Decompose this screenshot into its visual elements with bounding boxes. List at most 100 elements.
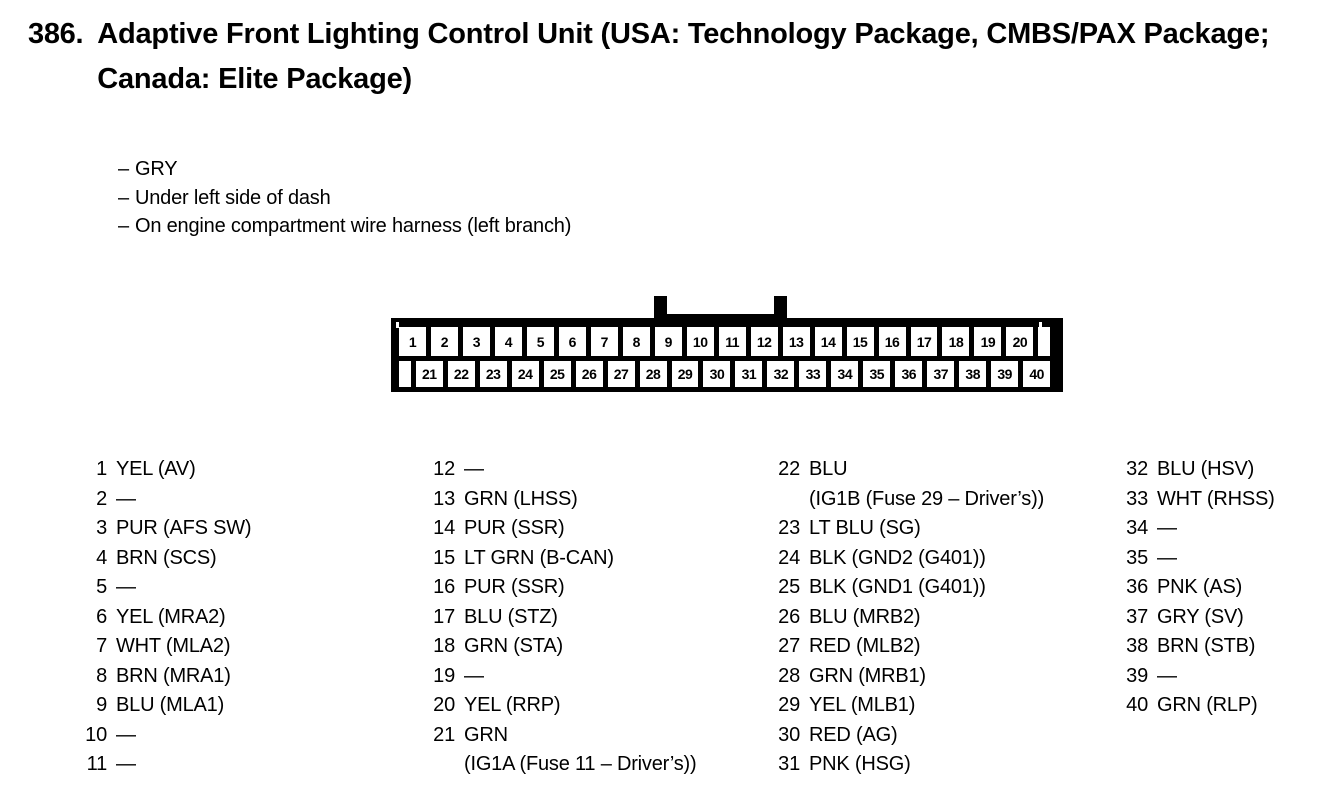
connector-pin-25[interactable]: 25 bbox=[543, 361, 571, 387]
pin-entry-2: 2— bbox=[72, 485, 251, 515]
heading-row: 386. Adaptive Front Lighting Control Uni… bbox=[28, 12, 1318, 102]
pin-number: 35 bbox=[1126, 546, 1148, 569]
right-inner-slot bbox=[1039, 322, 1042, 328]
pin-number: 10 bbox=[85, 723, 107, 746]
pin-description: BLU (MLA1) bbox=[116, 694, 225, 716]
connector-pin-17[interactable]: 17 bbox=[910, 327, 938, 356]
connector-pin-10[interactable]: 10 bbox=[686, 327, 714, 356]
connector-pin-4[interactable]: 4 bbox=[494, 327, 522, 356]
note-text: Under left side of dash bbox=[135, 186, 331, 209]
connector-pin-11[interactable]: 11 bbox=[718, 327, 746, 356]
connector-pin-39[interactable]: 39 bbox=[991, 361, 1019, 387]
pin-number: 7 bbox=[96, 635, 107, 657]
pin-number: 34 bbox=[1126, 517, 1148, 539]
connector-pin-19[interactable]: 19 bbox=[974, 327, 1002, 356]
connector-pin-12[interactable]: 12 bbox=[750, 327, 778, 356]
pin-number: 28 bbox=[778, 664, 800, 687]
connector-pin-3[interactable]: 3 bbox=[462, 327, 490, 356]
connector-pin-22[interactable]: 22 bbox=[447, 361, 475, 387]
pin-description: — bbox=[116, 487, 136, 510]
pin-description: BLK (GND2 (G401)) bbox=[809, 546, 986, 569]
connector-pin-29[interactable]: 29 bbox=[671, 361, 699, 387]
pin-description: — bbox=[1157, 664, 1177, 687]
pin-number: 5 bbox=[96, 576, 107, 598]
connector-pin-14[interactable]: 14 bbox=[814, 327, 842, 356]
pin-description: BLU (HSV) bbox=[1157, 458, 1255, 480]
connector-pin-23[interactable]: 23 bbox=[479, 361, 507, 387]
pin-number: 27 bbox=[778, 635, 800, 657]
connector-pin-2[interactable]: 2 bbox=[430, 327, 458, 356]
connector-pin-5[interactable]: 5 bbox=[526, 327, 554, 356]
connector-pin-26[interactable]: 26 bbox=[575, 361, 603, 387]
connector-pin-9[interactable]: 9 bbox=[654, 327, 682, 356]
pin-description: GRN (MRB1) bbox=[809, 664, 926, 687]
pin-number: 12 bbox=[433, 458, 455, 480]
pin-entry-5: 5— bbox=[72, 573, 251, 603]
pin-description: BLU (MRB2) bbox=[809, 605, 921, 628]
pin-entry-39: 39— bbox=[1113, 662, 1275, 692]
pin-number: 31 bbox=[778, 753, 800, 775]
connector-pin-20[interactable]: 20 bbox=[1006, 327, 1034, 356]
pin-description: BRN (MRA1) bbox=[116, 664, 231, 687]
connector-pin-7[interactable]: 7 bbox=[590, 327, 618, 356]
pin-number: 9 bbox=[96, 694, 107, 716]
connector-pin-8[interactable]: 8 bbox=[622, 327, 650, 356]
connector-pin-37[interactable]: 37 bbox=[927, 361, 955, 387]
pin-number: 17 bbox=[433, 605, 455, 628]
connector-pin-35[interactable]: 35 bbox=[863, 361, 891, 387]
page-heading: 386. Adaptive Front Lighting Control Uni… bbox=[28, 12, 1318, 102]
pin-description: RED (AG) bbox=[809, 723, 898, 746]
pin-entry-28: 28 GRN (MRB1) bbox=[765, 662, 1044, 692]
pin-number: 13 bbox=[433, 487, 455, 510]
pin-number: 8 bbox=[96, 664, 107, 687]
pin-description: — bbox=[464, 458, 484, 480]
pin-number: 18 bbox=[433, 635, 455, 657]
connector-pin-40[interactable]: 40 bbox=[1023, 361, 1051, 387]
left-notch-gap-b bbox=[410, 309, 423, 318]
pin-number: 22 bbox=[778, 458, 800, 480]
connector-pin-38[interactable]: 38 bbox=[959, 361, 987, 387]
pin-description-continued: (IG1B (Fuse 29 – Driver’s)) bbox=[809, 487, 1045, 510]
connector-pin-34[interactable]: 34 bbox=[831, 361, 859, 387]
notes-list: –GRY–Under left side of dash–On engine c… bbox=[118, 155, 1018, 241]
pin-description: PUR (SSR) bbox=[464, 517, 565, 539]
note-bullet-dash-icon: – bbox=[118, 158, 129, 180]
connector-pin-6[interactable]: 6 bbox=[558, 327, 586, 356]
connector-pin-36[interactable]: 36 bbox=[895, 361, 923, 387]
pin-number: 37 bbox=[1126, 605, 1148, 628]
center-tab-post-left bbox=[654, 296, 667, 324]
connector-pin-33[interactable]: 33 bbox=[799, 361, 827, 387]
note-bullet-dash-icon: – bbox=[118, 186, 129, 209]
connector-pin-32[interactable]: 32 bbox=[767, 361, 795, 387]
connector-pin-16[interactable]: 16 bbox=[878, 327, 906, 356]
pin-number: 24 bbox=[778, 546, 800, 569]
connector-pin-30[interactable]: 30 bbox=[703, 361, 731, 387]
pin-description: BLU bbox=[809, 458, 848, 480]
connector-pin-24[interactable]: 24 bbox=[511, 361, 539, 387]
pin-description: GRN bbox=[464, 723, 508, 746]
connector-pin-28[interactable]: 28 bbox=[639, 361, 667, 387]
connector-bottom-blank-slot bbox=[399, 361, 411, 387]
connector-pin-18[interactable]: 18 bbox=[942, 327, 970, 356]
connector-pin-1[interactable]: 1 bbox=[399, 327, 426, 356]
connector-pin-13[interactable]: 13 bbox=[782, 327, 810, 356]
pin-description: — bbox=[1157, 517, 1177, 539]
pin-description: YEL (AV) bbox=[116, 458, 196, 480]
connector-pin-21[interactable]: 21 bbox=[415, 361, 443, 387]
connector-pin-31[interactable]: 31 bbox=[735, 361, 763, 387]
pin-number: 3 bbox=[96, 517, 107, 539]
connector-pin-27[interactable]: 27 bbox=[607, 361, 635, 387]
connector-pin-15[interactable]: 15 bbox=[846, 327, 874, 356]
